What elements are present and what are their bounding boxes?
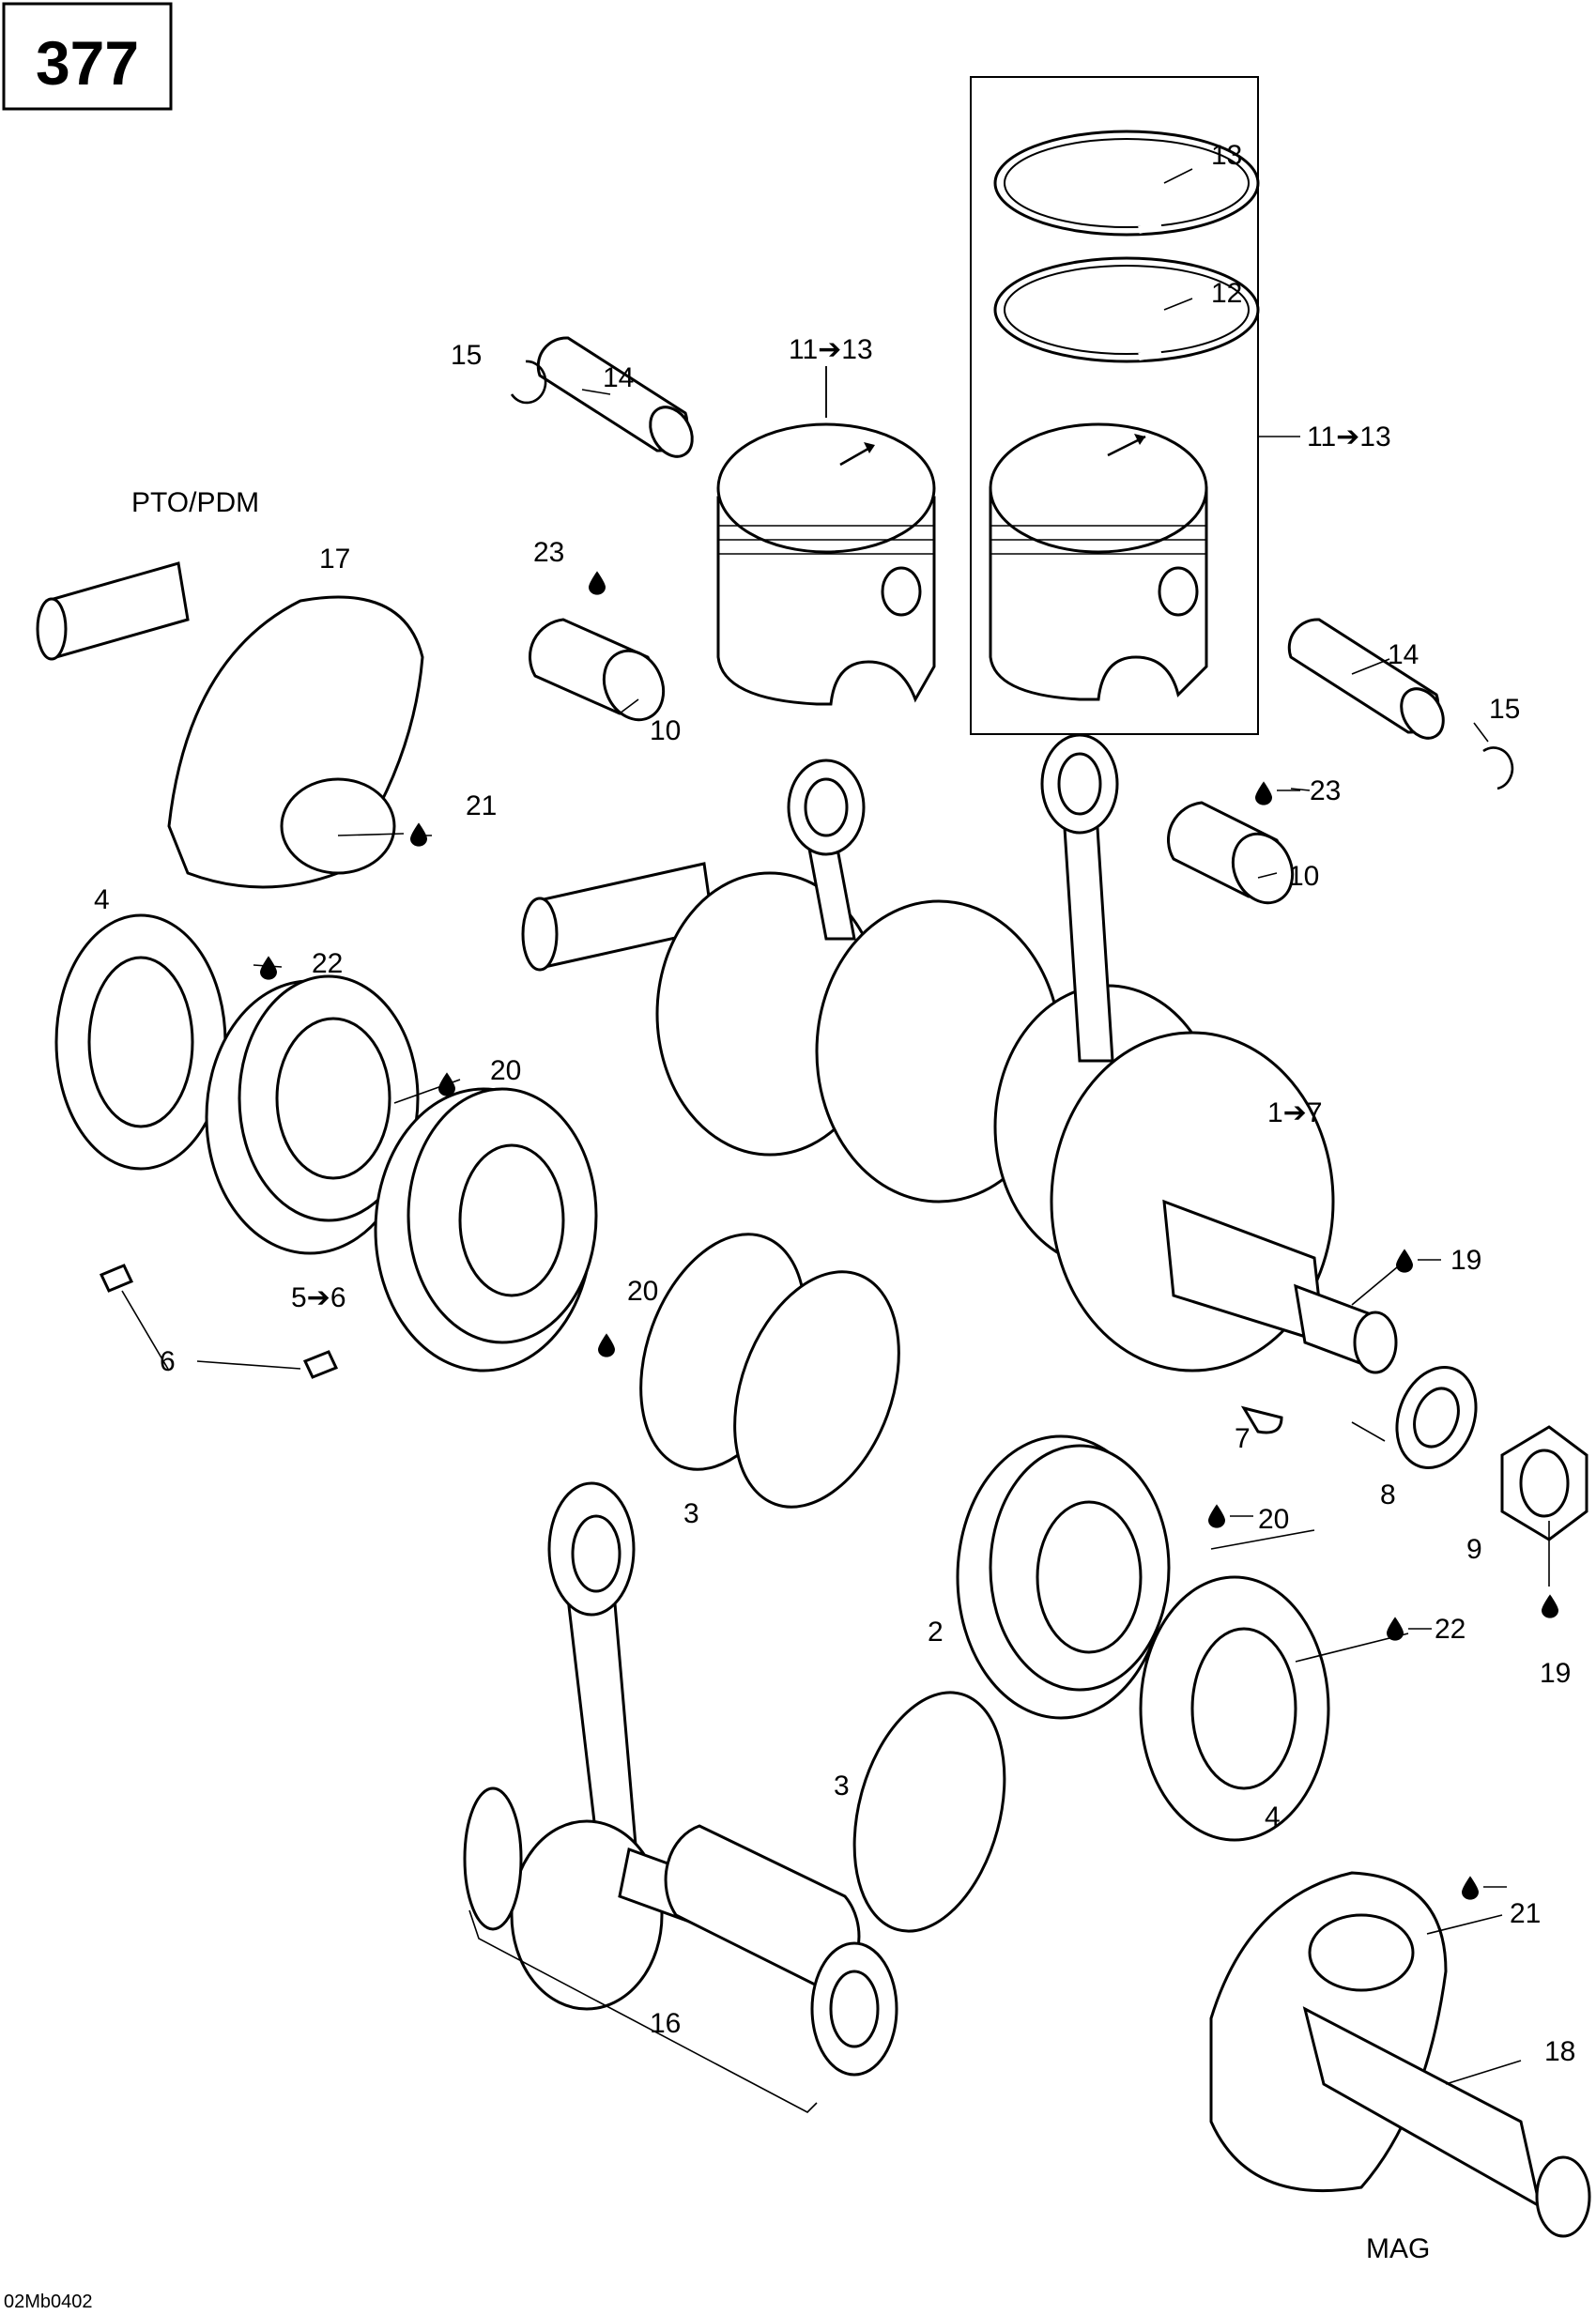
piston: [716, 366, 936, 706]
callout-15-b: 15: [1489, 694, 1520, 725]
callout-18: 18: [1544, 2036, 1575, 2067]
callout-16: 16: [650, 2008, 681, 2039]
callout-4: 4: [94, 884, 110, 915]
oil-seal-4-a: [54, 913, 227, 1171]
dowel-pin-6-b: [302, 1350, 339, 1379]
woodruff-key-7: [1240, 1405, 1283, 1434]
oil-drop-icon: [260, 956, 277, 980]
callout-19: 19: [1450, 1245, 1481, 1276]
oil-drop-icon: [589, 571, 606, 595]
callout-5-6: 5➔6: [291, 1282, 346, 1313]
oil-drop-icon: [410, 822, 427, 847]
callout-14: 14: [603, 362, 634, 393]
pto-crank-half-17: [36, 561, 424, 889]
dowel-pin-6-a: [99, 1264, 134, 1293]
oil-drop-icon: [1396, 1249, 1413, 1273]
callout-13: 13: [1211, 140, 1242, 171]
piston-pin-14-b: [1287, 618, 1445, 740]
drawing-code: 02Mb0402: [4, 2292, 93, 2312]
callout-20: 20: [490, 1055, 521, 1086]
callout-21: 21: [466, 790, 497, 821]
crankshaft-nut-9: [1500, 1425, 1588, 1541]
ring-3-b: [852, 1691, 1006, 1933]
oil-drop-icon: [1387, 1617, 1404, 1641]
connecting-rod-kit-16: [463, 1481, 898, 2077]
callout-9: 9: [1466, 1534, 1482, 1565]
oil-drop-icon: [438, 1072, 455, 1096]
callout-4-b: 4: [1265, 1801, 1281, 1832]
pto-side-label: PTO/PDM: [131, 487, 259, 518]
callout-20-c: 20: [1258, 1504, 1289, 1535]
callout-10-b: 10: [1288, 861, 1319, 892]
callout-14-b: 14: [1388, 639, 1419, 670]
callout-labels: 13 12 11➔13 15 14 11➔13 23 10 17 21 14 1…: [94, 140, 1575, 2067]
callout-3: 3: [683, 1498, 699, 1529]
callout-11-13-kit: 11➔13: [1307, 422, 1391, 452]
callout-3-b: 3: [834, 1771, 850, 1801]
ball-bearing-2: [956, 1434, 1171, 1720]
oil-drop-icon: [1255, 781, 1272, 805]
callout-23-b: 23: [1310, 775, 1341, 806]
callout-15: 15: [451, 340, 482, 371]
callout-7: 7: [1235, 1423, 1251, 1454]
callout-22-b: 22: [1435, 1614, 1466, 1645]
callout-20-b: 20: [627, 1276, 658, 1307]
callout-23: 23: [533, 537, 564, 568]
piston-ring-13: [993, 130, 1260, 237]
callout-8: 8: [1380, 1479, 1396, 1510]
page-number-box: 377: [2, 2, 173, 111]
needle-bearing-10-a: [529, 618, 666, 722]
circlip-15-a: [510, 360, 547, 405]
ball-bearing-20-a: [374, 1087, 598, 1372]
mag-side-label: MAG: [1366, 2233, 1430, 2264]
piston-in-kit: [989, 422, 1208, 701]
drop-dashes: [1230, 790, 1507, 1888]
callout-11-13: 11➔13: [789, 334, 873, 365]
ring-3-a: [639, 1233, 900, 1509]
leader-lines: [253, 168, 1550, 2085]
circlip-15-b: [1482, 746, 1514, 790]
piston-pin-14-a: [536, 336, 694, 458]
callout-6: 6: [160, 1346, 176, 1377]
oil-drop-icon: [1208, 1504, 1225, 1528]
callout-19-b: 19: [1540, 1658, 1571, 1689]
callout-22: 22: [312, 948, 343, 979]
callout-12: 12: [1211, 278, 1242, 309]
piston-ring-12: [993, 256, 1260, 363]
callout-10: 10: [650, 715, 681, 746]
mag-crank-half-18: [1209, 1871, 1591, 2238]
oil-drop-icon: [598, 1333, 615, 1357]
needle-bearing-10-b: [1167, 801, 1295, 905]
callout-17: 17: [319, 544, 350, 575]
crankshaft-assembly: [521, 733, 1398, 1374]
lock-washer-8: [1395, 1366, 1478, 1469]
callout-1-7: 1➔7: [1267, 1097, 1323, 1128]
page-number: 377: [36, 28, 139, 98]
callout-21-b: 21: [1510, 1898, 1541, 1929]
ball-bearing-5: [205, 974, 420, 1255]
piston-kit-box: [970, 76, 1259, 735]
callout-2: 2: [928, 1617, 944, 1648]
oil-seal-4-b: [1139, 1575, 1330, 1842]
oil-drop-icon: [1462, 1876, 1479, 1900]
oil-drop-icon: [1542, 1594, 1558, 1618]
